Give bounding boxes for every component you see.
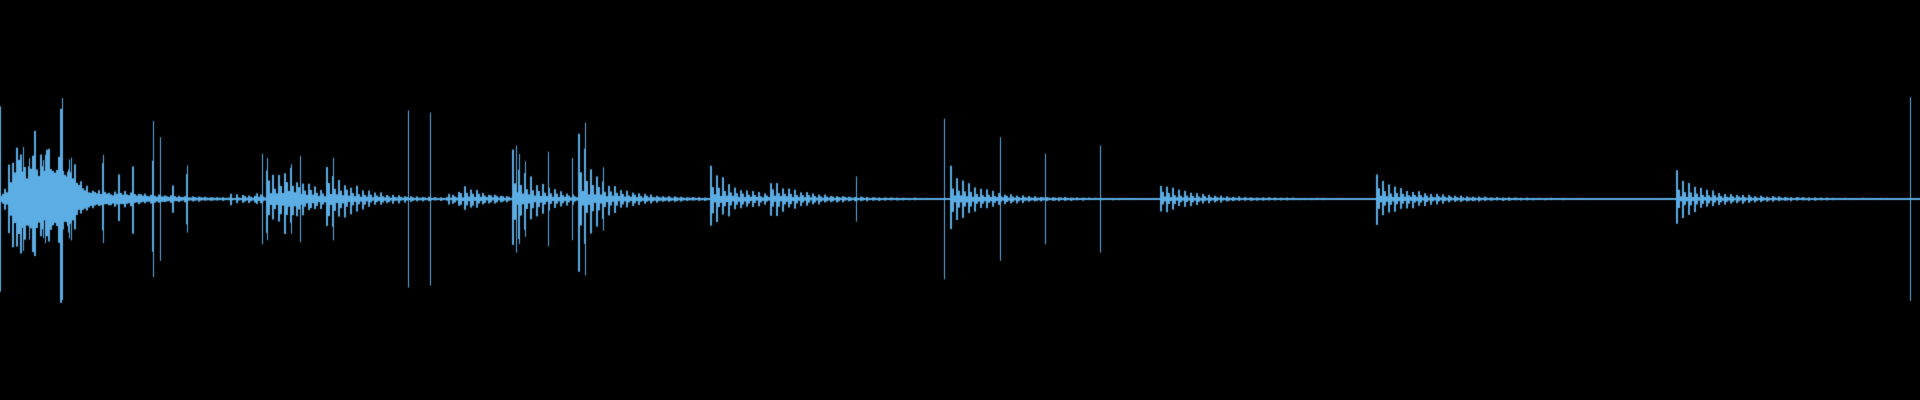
audio-waveform-viewer[interactable] bbox=[0, 0, 1920, 400]
waveform-canvas[interactable] bbox=[0, 0, 1920, 400]
